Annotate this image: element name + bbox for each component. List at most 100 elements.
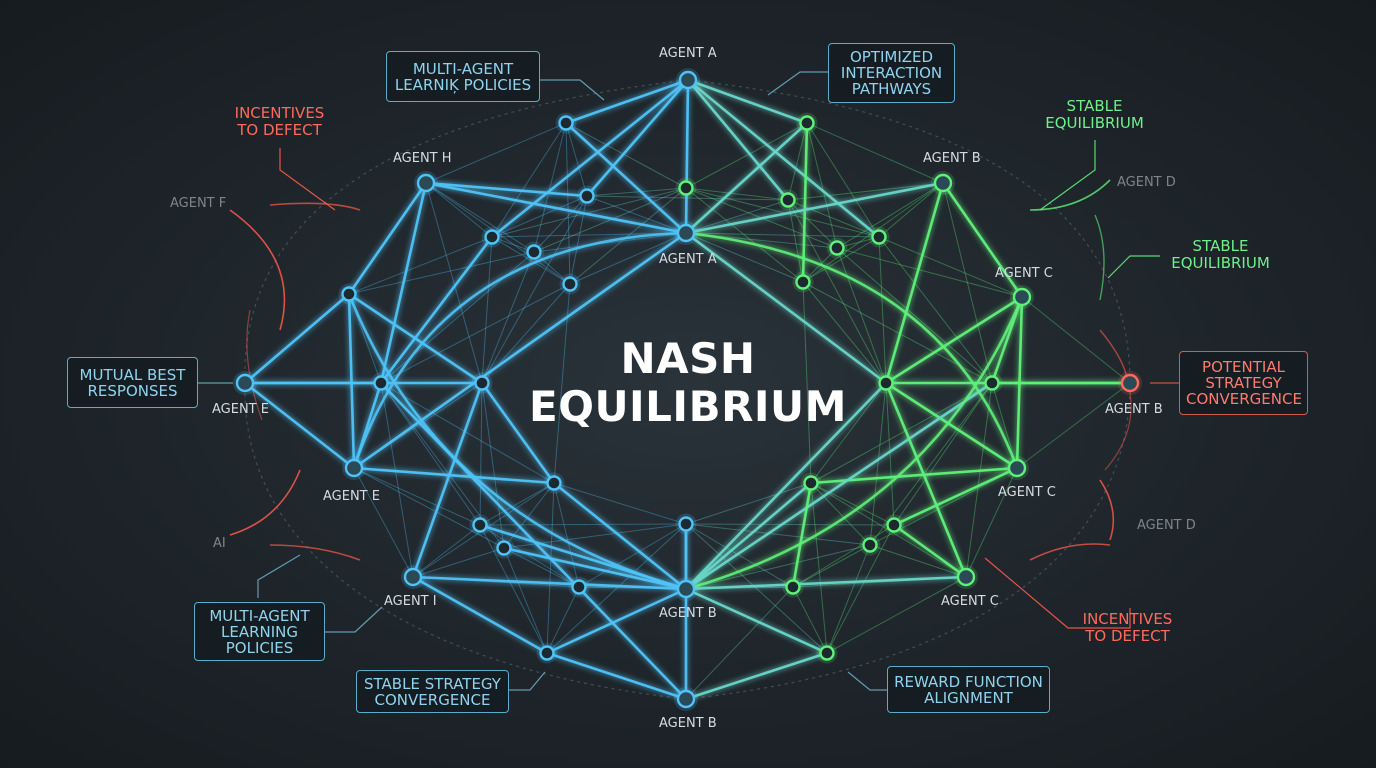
agent-label-i: AGENT I bbox=[384, 594, 437, 609]
strategy-link bbox=[684, 587, 829, 655]
mesh-edge bbox=[380, 382, 414, 578]
mesh-edge bbox=[380, 382, 481, 526]
callout-line: PATHWAYS bbox=[851, 80, 932, 98]
callout-line: OPTIMIZED bbox=[849, 48, 934, 66]
network-node bbox=[886, 517, 902, 533]
defect-arc bbox=[1029, 543, 1111, 561]
mesh-edge bbox=[806, 122, 880, 238]
callout-line: MULTI-AGENT bbox=[209, 606, 310, 625]
network-node bbox=[780, 192, 796, 208]
agent-node-b-right bbox=[1120, 373, 1140, 393]
network-node bbox=[526, 244, 542, 260]
mesh-edge bbox=[787, 122, 808, 201]
agent-node-h bbox=[416, 173, 436, 193]
callout-line: STRATEGY bbox=[1205, 374, 1282, 392]
mesh-edge bbox=[479, 382, 483, 526]
mesh-edge bbox=[792, 524, 895, 588]
mesh-edge bbox=[503, 482, 555, 549]
mesh-edge bbox=[810, 482, 871, 546]
annotation-line: EQUILIBRIUM bbox=[1045, 114, 1144, 132]
mesh-edge bbox=[425, 122, 567, 184]
callout-optimized-interaction: OPTIMIZED INTERACTION PATHWAYS bbox=[828, 43, 955, 103]
callout-line: CONVERGENCE bbox=[374, 690, 491, 709]
mesh-edge bbox=[481, 195, 588, 384]
mesh-edge bbox=[806, 122, 944, 184]
network-node bbox=[373, 375, 389, 391]
strategy-arc bbox=[685, 231, 1019, 469]
mesh-edge bbox=[826, 524, 895, 654]
callout-leader-line bbox=[1039, 140, 1096, 211]
mesh-edge bbox=[586, 195, 687, 234]
network-node bbox=[496, 540, 512, 556]
mesh-edge bbox=[826, 576, 967, 654]
mesh-edge bbox=[546, 523, 687, 654]
strategy-link bbox=[564, 121, 688, 235]
agent-label-ai: AI bbox=[213, 536, 226, 551]
network-node bbox=[819, 645, 835, 661]
mesh-edge bbox=[893, 382, 993, 526]
mesh-edge bbox=[412, 547, 505, 578]
strategy-link bbox=[941, 181, 1024, 299]
strategy-link bbox=[884, 381, 1019, 470]
mesh-edge bbox=[685, 482, 812, 525]
mesh-edge bbox=[1016, 382, 1131, 469]
mesh-edge bbox=[481, 382, 505, 549]
mesh-edge bbox=[685, 523, 871, 546]
agent-label-b-right: AGENT B bbox=[1105, 402, 1163, 417]
mesh-edge bbox=[479, 523, 687, 526]
strategy-link bbox=[545, 651, 688, 701]
mesh-edge bbox=[792, 586, 828, 654]
callout-line: MUTUAL BEST bbox=[79, 365, 186, 384]
mesh-edge bbox=[836, 247, 993, 384]
agent-label-b-top: AGENT B bbox=[923, 151, 981, 166]
strategy-link bbox=[564, 78, 690, 125]
callout-leader-line bbox=[257, 554, 301, 598]
callout-reward-function-alignment: REWARD FUNCTION ALIGNMENT bbox=[887, 666, 1050, 713]
mesh-edge bbox=[533, 195, 588, 253]
mesh-edge bbox=[503, 547, 580, 588]
mesh-edge bbox=[491, 236, 571, 285]
network-node bbox=[799, 115, 815, 131]
strategy-link bbox=[490, 78, 690, 239]
equilibrium-arc bbox=[1094, 214, 1105, 301]
network-node bbox=[871, 229, 887, 245]
strategy-arc bbox=[352, 231, 687, 469]
mesh-edge bbox=[806, 122, 838, 249]
strategy-link bbox=[545, 587, 688, 655]
callout-leader-line bbox=[279, 148, 336, 211]
strategy-link bbox=[411, 381, 484, 579]
strategy-link bbox=[347, 292, 356, 470]
mesh-edge bbox=[425, 182, 483, 384]
mesh-edge bbox=[412, 524, 481, 578]
defect-arc bbox=[229, 469, 301, 536]
mesh-edge bbox=[878, 236, 1023, 298]
strategy-link bbox=[684, 181, 945, 235]
agent-node-e-left bbox=[235, 373, 255, 393]
mesh-edge bbox=[353, 467, 481, 526]
mesh-edge bbox=[586, 187, 687, 197]
network-node bbox=[678, 516, 694, 532]
strategy-link bbox=[243, 381, 356, 470]
mesh-edge bbox=[491, 195, 588, 238]
strategy-link bbox=[684, 78, 690, 235]
agent-node-b-center bbox=[676, 579, 696, 599]
network-node bbox=[562, 276, 578, 292]
agent-label-a-center: AGENT A bbox=[659, 252, 717, 267]
strategy-link bbox=[684, 381, 994, 591]
defect-arc bbox=[246, 309, 263, 421]
title-line-1: NASH bbox=[620, 334, 756, 383]
mesh-edge bbox=[685, 199, 789, 234]
strategy-link bbox=[585, 78, 690, 198]
mesh-edge bbox=[836, 247, 1023, 298]
strategy-link bbox=[379, 181, 428, 385]
strategy-arc bbox=[685, 296, 1024, 591]
mesh-edge bbox=[685, 523, 794, 588]
callout-line: STABLE STRATEGY bbox=[364, 674, 501, 693]
mesh-edge bbox=[481, 251, 535, 384]
strategy-link bbox=[686, 78, 790, 202]
callout-multi-agent-learning-bottom: MULTI-AGENT LEARNING POLICIES bbox=[194, 602, 325, 661]
mesh-edge bbox=[479, 524, 580, 588]
mesh-edge bbox=[787, 182, 944, 201]
defect-arc bbox=[269, 544, 361, 561]
